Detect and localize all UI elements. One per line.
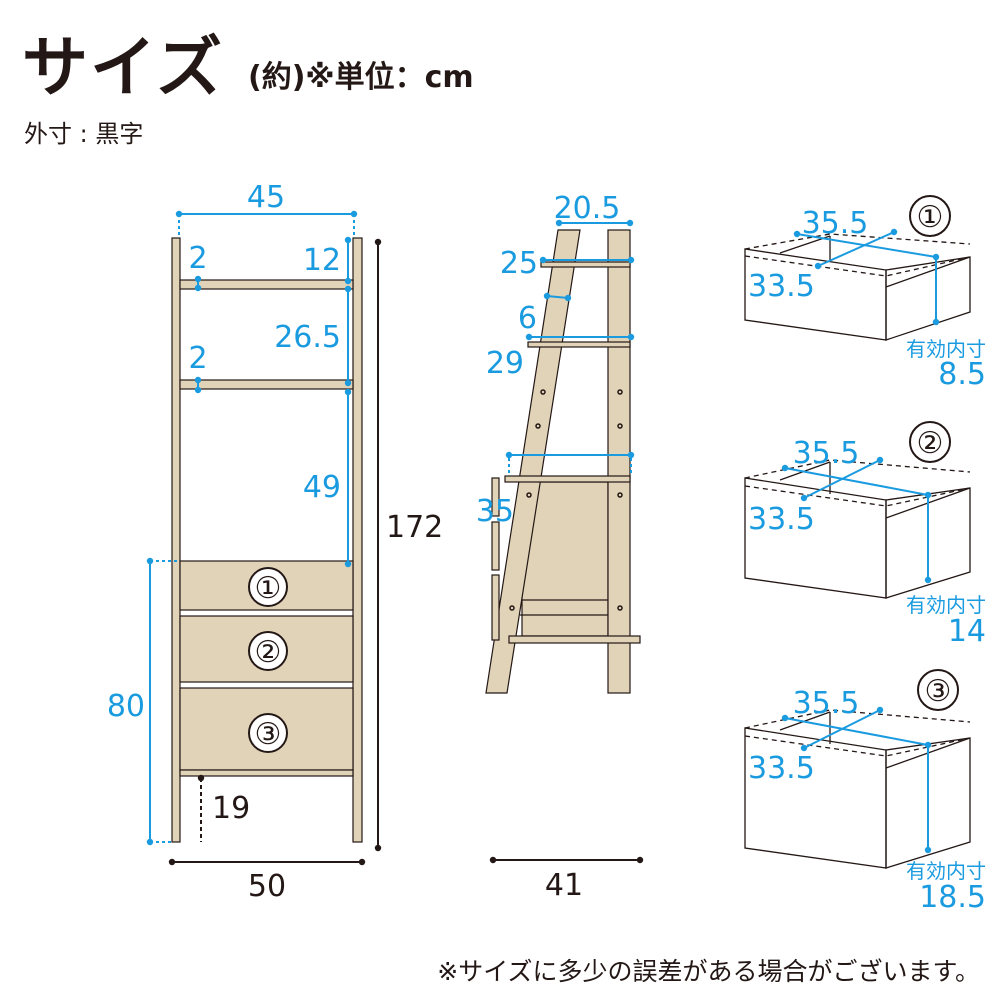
front-width-top: 45 [247,180,285,215]
side-shelf-1-depth: 25 [500,246,538,281]
drawer-1-width: 35.5 [802,206,869,241]
drawer-3-eff-label: 有効内寸 [906,859,986,883]
side-shelf-thickness: 6 [518,301,537,336]
svg-text:③: ③ [255,717,282,752]
drawer-1-eff-height: 8.5 [938,357,986,392]
drawer-1-front-label: ① [248,567,288,607]
drawer-2-front-label: ② [248,631,288,671]
total-height: 172 [386,510,443,545]
drawer-2-diagram: ② 35.5 33.5 有効内寸 14 [744,421,986,649]
gap-mid: 26.5 [274,320,341,355]
drawer-2-depth: 33.5 [748,502,815,537]
side-shelf-3-depth: 35 [476,494,514,529]
base-height: 19 [212,791,250,826]
front-dimension-lines [146,210,358,846]
svg-text:②: ② [255,635,282,670]
drawer-1-depth: 33.5 [748,269,815,304]
side-shelf-2-depth: 29 [486,346,524,381]
drawer-3-front-label: ③ [248,713,288,753]
drawer-2-width: 35.5 [793,436,860,471]
outer-dimension-note: 外寸 : 黒字 [24,120,144,148]
disclaimer-footnote: ※サイズに多少の誤差がある場合がございます。 [437,957,980,986]
side-depth: 41 [545,868,583,903]
drawer-3-depth: 33.5 [748,751,815,786]
unit-note: (約)※単位：cm [248,60,474,95]
drawer-3-eff-height: 18.5 [919,880,986,915]
side-view [485,229,641,694]
drawer-2-eff-height: 14 [948,614,986,649]
page-title: サイズ [22,29,225,106]
drawer-3-diagram: ③ 35.5 33.5 有効内寸 18.5 [744,669,986,915]
front-width-bottom: 50 [248,869,286,904]
shelf-thickness-1: 2 [188,241,207,276]
side-top-depth: 20.5 [554,191,621,226]
svg-text:①: ① [917,200,944,235]
svg-text:②: ② [917,426,944,461]
gap-top: 12 [303,243,341,278]
svg-text:①: ① [255,571,282,606]
gap-low: 49 [303,470,341,505]
cabinet-height: 80 [107,689,145,724]
drawer-2-eff-label: 有効内寸 [906,593,986,617]
side-dimension-lines [505,219,635,476]
shelf-thickness-2: 2 [188,341,207,376]
drawer-1-eff-label: 有効内寸 [906,337,986,361]
drawer-3-width: 35.5 [793,686,860,721]
svg-text:③: ③ [925,674,952,709]
drawer-1-diagram: ① 35.5 33.5 有効内寸 8.5 [744,195,986,392]
